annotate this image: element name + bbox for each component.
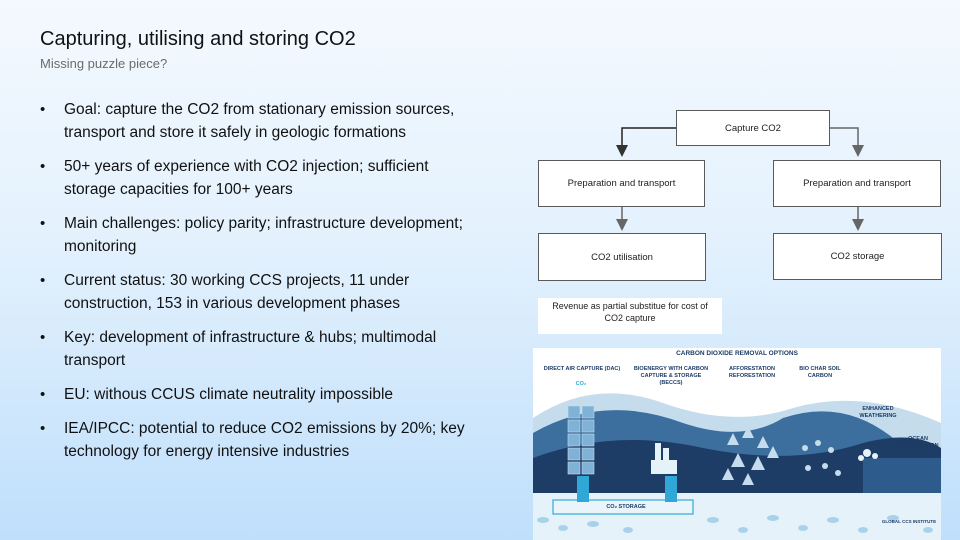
bullet-status: Current status: 30 working CCS projects,… [38, 269, 478, 315]
label-dac: DIRECT AIR CAPTURE (DAC) [543, 366, 621, 372]
arrow-capture-to-left [616, 127, 676, 157]
utilisation-box: CO2 utilisation [538, 233, 706, 281]
label-biochar: BIO CHAR SOIL CARBON [799, 366, 841, 379]
co2-marker: CO₂ [575, 381, 587, 387]
bullet-goal: Goal: capture the CO2 from stationary em… [38, 98, 478, 144]
bullet-list: Goal: capture the CO2 from stationary em… [38, 98, 478, 474]
label-ocean: OCEAN FERTILISATION [897, 436, 939, 449]
label-weathering: ENHANCED WEATHERING [859, 406, 897, 419]
label-co2-storage: CO₂ STORAGE [606, 504, 646, 510]
slide-title: Capturing, utilising and storing CO2 [40, 28, 356, 50]
logo-global-ccs: GLOBAL CCS INSTITUTE [881, 519, 937, 524]
revenue-note: Revenue as partial substitue for cost of… [538, 298, 722, 334]
arrow-capture-to-right [830, 127, 864, 157]
bullet-experience: 50+ years of experience with CO2 injecti… [38, 155, 478, 201]
bullet-challenges: Main challenges: policy parity; infrastr… [38, 212, 478, 258]
prep-transport-left-box: Preparation and transport [538, 160, 705, 207]
bullet-eu: EU: withous CCUS climate neutrality impo… [38, 383, 478, 406]
cdr-title: CARBON DIOXIDE REMOVAL OPTIONS [676, 350, 798, 357]
capture-box: Capture CO2 [676, 110, 830, 146]
cdr-landscape [533, 393, 941, 540]
cdr-illustration: CARBON DIOXIDE REMOVAL OPTIONS DIRECT AI… [533, 348, 941, 540]
label-beccs: BIOENERGY WITH CARBON CAPTURE & STORAGE … [633, 366, 709, 386]
bullet-iea: IEA/IPCC: potential to reduce CO2 emissi… [38, 417, 478, 463]
storage-box: CO2 storage [773, 233, 942, 280]
bullet-key: Key: development of infrastructure & hub… [38, 326, 478, 372]
label-afforestation: AFFORESTATION REFORESTATION [728, 366, 776, 379]
slide-subtitle: Missing puzzle piece? [40, 56, 168, 71]
prep-transport-right-box: Preparation and transport [773, 160, 941, 207]
